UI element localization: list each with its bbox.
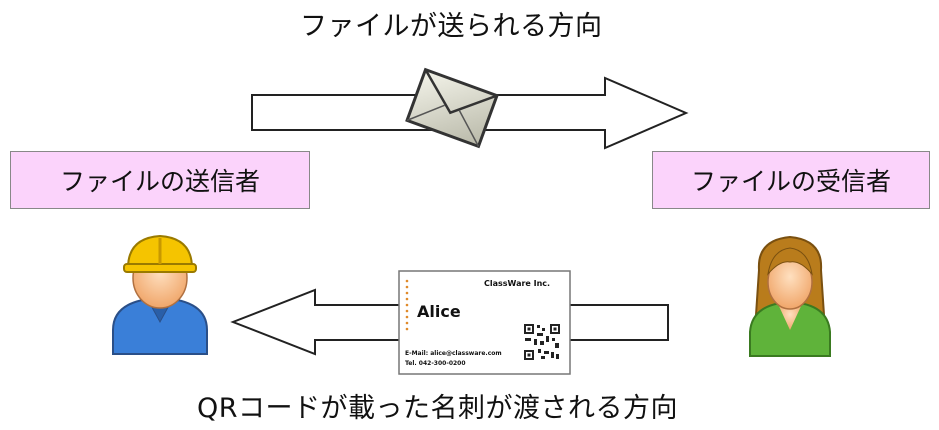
qr-code-icon	[524, 324, 560, 360]
card-direction-caption: QRコードが載った名刺が渡される方向	[197, 393, 679, 424]
envelope-icon	[405, 67, 499, 149]
worker-avatar-icon	[112, 234, 208, 355]
card-company: ClassWare Inc.	[484, 279, 551, 288]
receiver-label: ファイルの受信者	[652, 151, 930, 209]
sender-label: ファイルの送信者	[10, 151, 310, 209]
card-email: E-Mail: alice@classware.com	[405, 350, 502, 357]
business-card	[398, 270, 571, 375]
file-direction-caption: ファイルが送られる方向	[300, 11, 603, 42]
card-name: Alice	[417, 302, 461, 321]
card-tel: Tel. 042-300-0200	[405, 360, 466, 367]
woman-avatar-icon	[749, 235, 831, 357]
card-dot-column	[405, 279, 409, 331]
